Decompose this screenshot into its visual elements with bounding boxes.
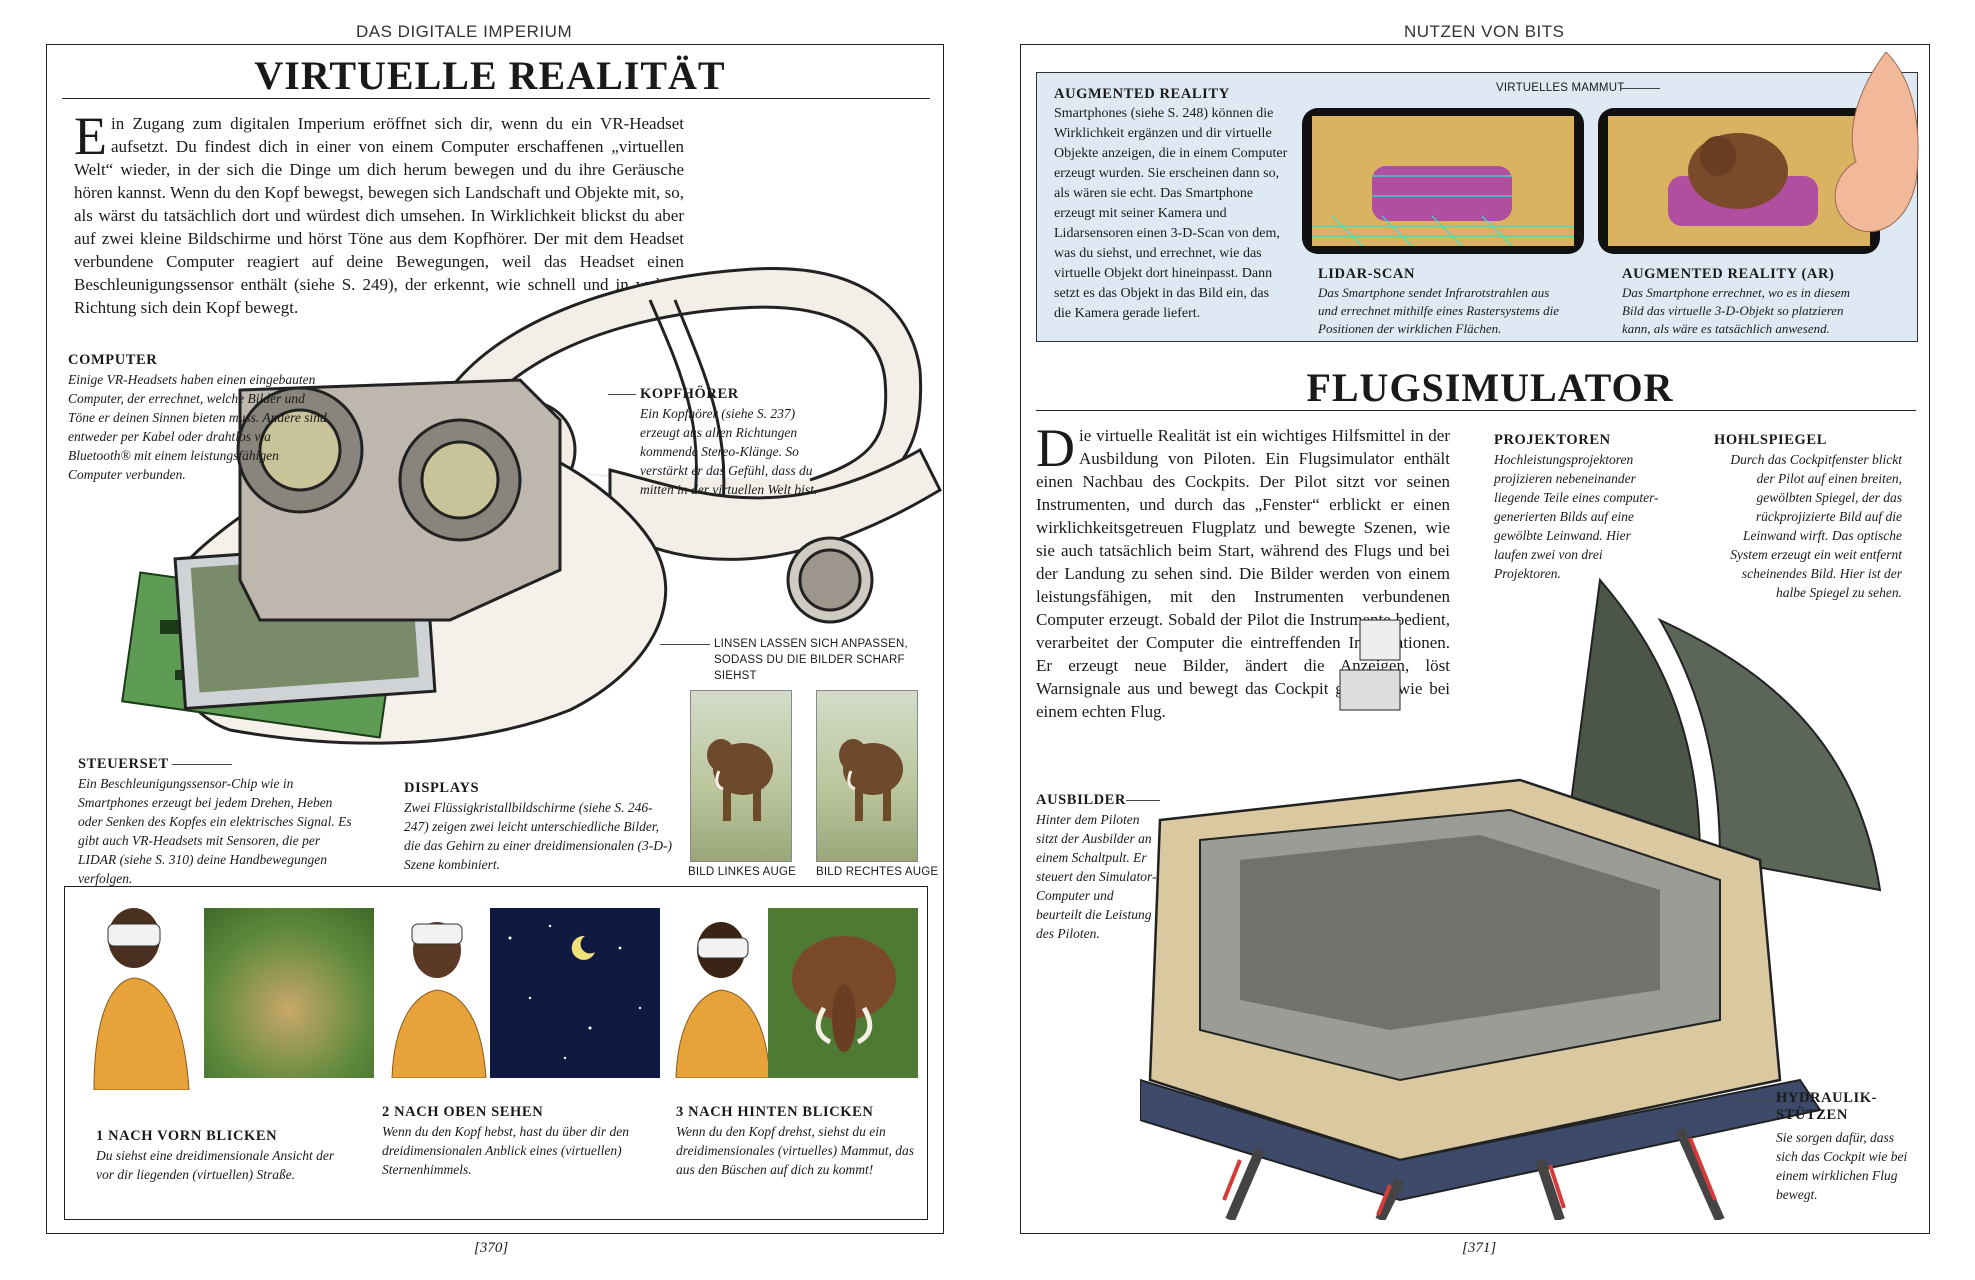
page-title-flugsimulator: FLUGSIMULATOR: [1306, 365, 1674, 410]
label-hydraulik: HYDRAULIK-STÜTZEN: [1776, 1090, 1878, 1123]
right-page-frame: [1020, 44, 1930, 1234]
label-hohlspiegel: HOHLSPIEGEL: [1714, 432, 1827, 448]
title-rule-right: [1036, 410, 1916, 411]
page-number-right: [371]: [1462, 1240, 1497, 1256]
phone-ar-result: [1598, 108, 1880, 254]
leader-ausbilder: [1126, 800, 1160, 801]
caption-lidar: Das Smartphone sendet Infrarotstrahlen a…: [1318, 285, 1560, 336]
label-left-eye: BILD LINKES AUGE: [688, 866, 797, 878]
label-kopfhoerer: KOPFHÖRER: [640, 386, 739, 402]
page-number-left: [370]: [474, 1240, 509, 1256]
left-page-frame: [46, 44, 944, 1234]
running-head-left: DAS DIGITALE IMPERIUM: [356, 22, 573, 41]
caption-ausbilder: Hinter dem Piloten sitzt der Ausbilder a…: [1036, 812, 1157, 941]
caption-displays: Zwei Flüssigkristallbildschirme (siehe S…: [404, 800, 672, 872]
running-head-right: NUTZEN VON BITS: [1404, 22, 1565, 41]
step1-caption: Du siehst eine dreidimensionale Ansicht …: [96, 1148, 335, 1182]
step3-mammoth-image: [768, 908, 918, 1078]
label-ar-result: AUGMENTED REALITY (AR): [1622, 266, 1835, 282]
steps-panel: [64, 886, 928, 1220]
step2-person: [382, 898, 492, 1078]
page-title-vr: VIRTUELLE REALITÄT: [254, 53, 726, 98]
caption-ar-result: Das Smartphone errechnet, wo es in diese…: [1622, 285, 1851, 336]
label-computer: COMPUTER: [68, 352, 158, 368]
caption-kopfhoerer: Ein Kopfhörer (siehe S. 237) erzeugt aus…: [640, 406, 818, 497]
step2-night-sky-image: [490, 908, 660, 1078]
title-rule: [62, 98, 930, 99]
label-linsen: LINSEN LASSEN SICH ANPASSEN, SODASS DU D…: [714, 638, 908, 682]
image-right-eye: [816, 690, 918, 862]
leader-kopfhoerer: [608, 394, 636, 395]
label-lidar: LIDAR-SCAN: [1318, 266, 1416, 282]
caption-computer: Einige VR-Headsets haben einen eingebaut…: [68, 372, 327, 482]
step1-person: [74, 890, 204, 1090]
image-left-eye: [690, 690, 792, 862]
leader-mammut: [1620, 88, 1660, 89]
caption-hohlspiegel: Durch das Cockpitfenster blickt der Pilo…: [1730, 452, 1902, 600]
intro-text-flugsimulator: Die virtuelle Realität ist ein wichtiges…: [1036, 418, 1450, 721]
label-displays: DISPLAYS: [404, 780, 480, 796]
vr-headset-illustration: [121, 267, 942, 745]
intro-text-vr: Ein Zugang zum digitalen Imperium eröffn…: [74, 106, 684, 317]
hand-holding-phone-illustration: [1834, 52, 1919, 232]
label-ar: AUGMENTED REALITY: [1054, 86, 1230, 102]
step3-label: 3 NACH HINTEN BLICKEN: [676, 1104, 874, 1120]
label-ausbilder: AUSBILDER: [1036, 792, 1127, 808]
label-virtuelles-mammut: VIRTUELLES MAMMUT: [1496, 82, 1625, 94]
flight-simulator-illustration: [1140, 577, 1882, 1220]
label-steuerset: STEUERSET: [78, 756, 169, 772]
step1-road-image: [204, 908, 374, 1078]
step1-label: 1 NACH VORN BLICKEN: [96, 1128, 278, 1144]
label-right-eye: BILD RECHTES AUGE: [816, 866, 939, 878]
leader-steuerset: [172, 764, 232, 765]
leader-hydraulik: [1734, 1100, 1774, 1101]
caption-ar: Smartphones (siehe S. 248) können die Wi…: [1054, 106, 1288, 321]
phone-lidar-scan: [1302, 108, 1584, 254]
step2-caption: Wenn du den Kopf hebst, hast du über dir…: [382, 1124, 629, 1177]
step2-label: 2 NACH OBEN SEHEN: [382, 1104, 544, 1120]
step3-caption: Wenn du den Kopf drehst, siehst du ein d…: [676, 1124, 914, 1177]
leader-linsen: [660, 644, 710, 645]
caption-projektoren: Hochleistungsprojektoren projizieren neb…: [1494, 452, 1659, 581]
step3-person: [666, 898, 776, 1078]
caption-steuerset: Ein Beschleunigungssensor-Chip wie in Sm…: [78, 776, 352, 886]
caption-hydraulik: Sie sorgen dafür, dass sich das Cockpit …: [1776, 1130, 1908, 1202]
label-projektoren: PROJEKTOREN: [1494, 432, 1611, 448]
